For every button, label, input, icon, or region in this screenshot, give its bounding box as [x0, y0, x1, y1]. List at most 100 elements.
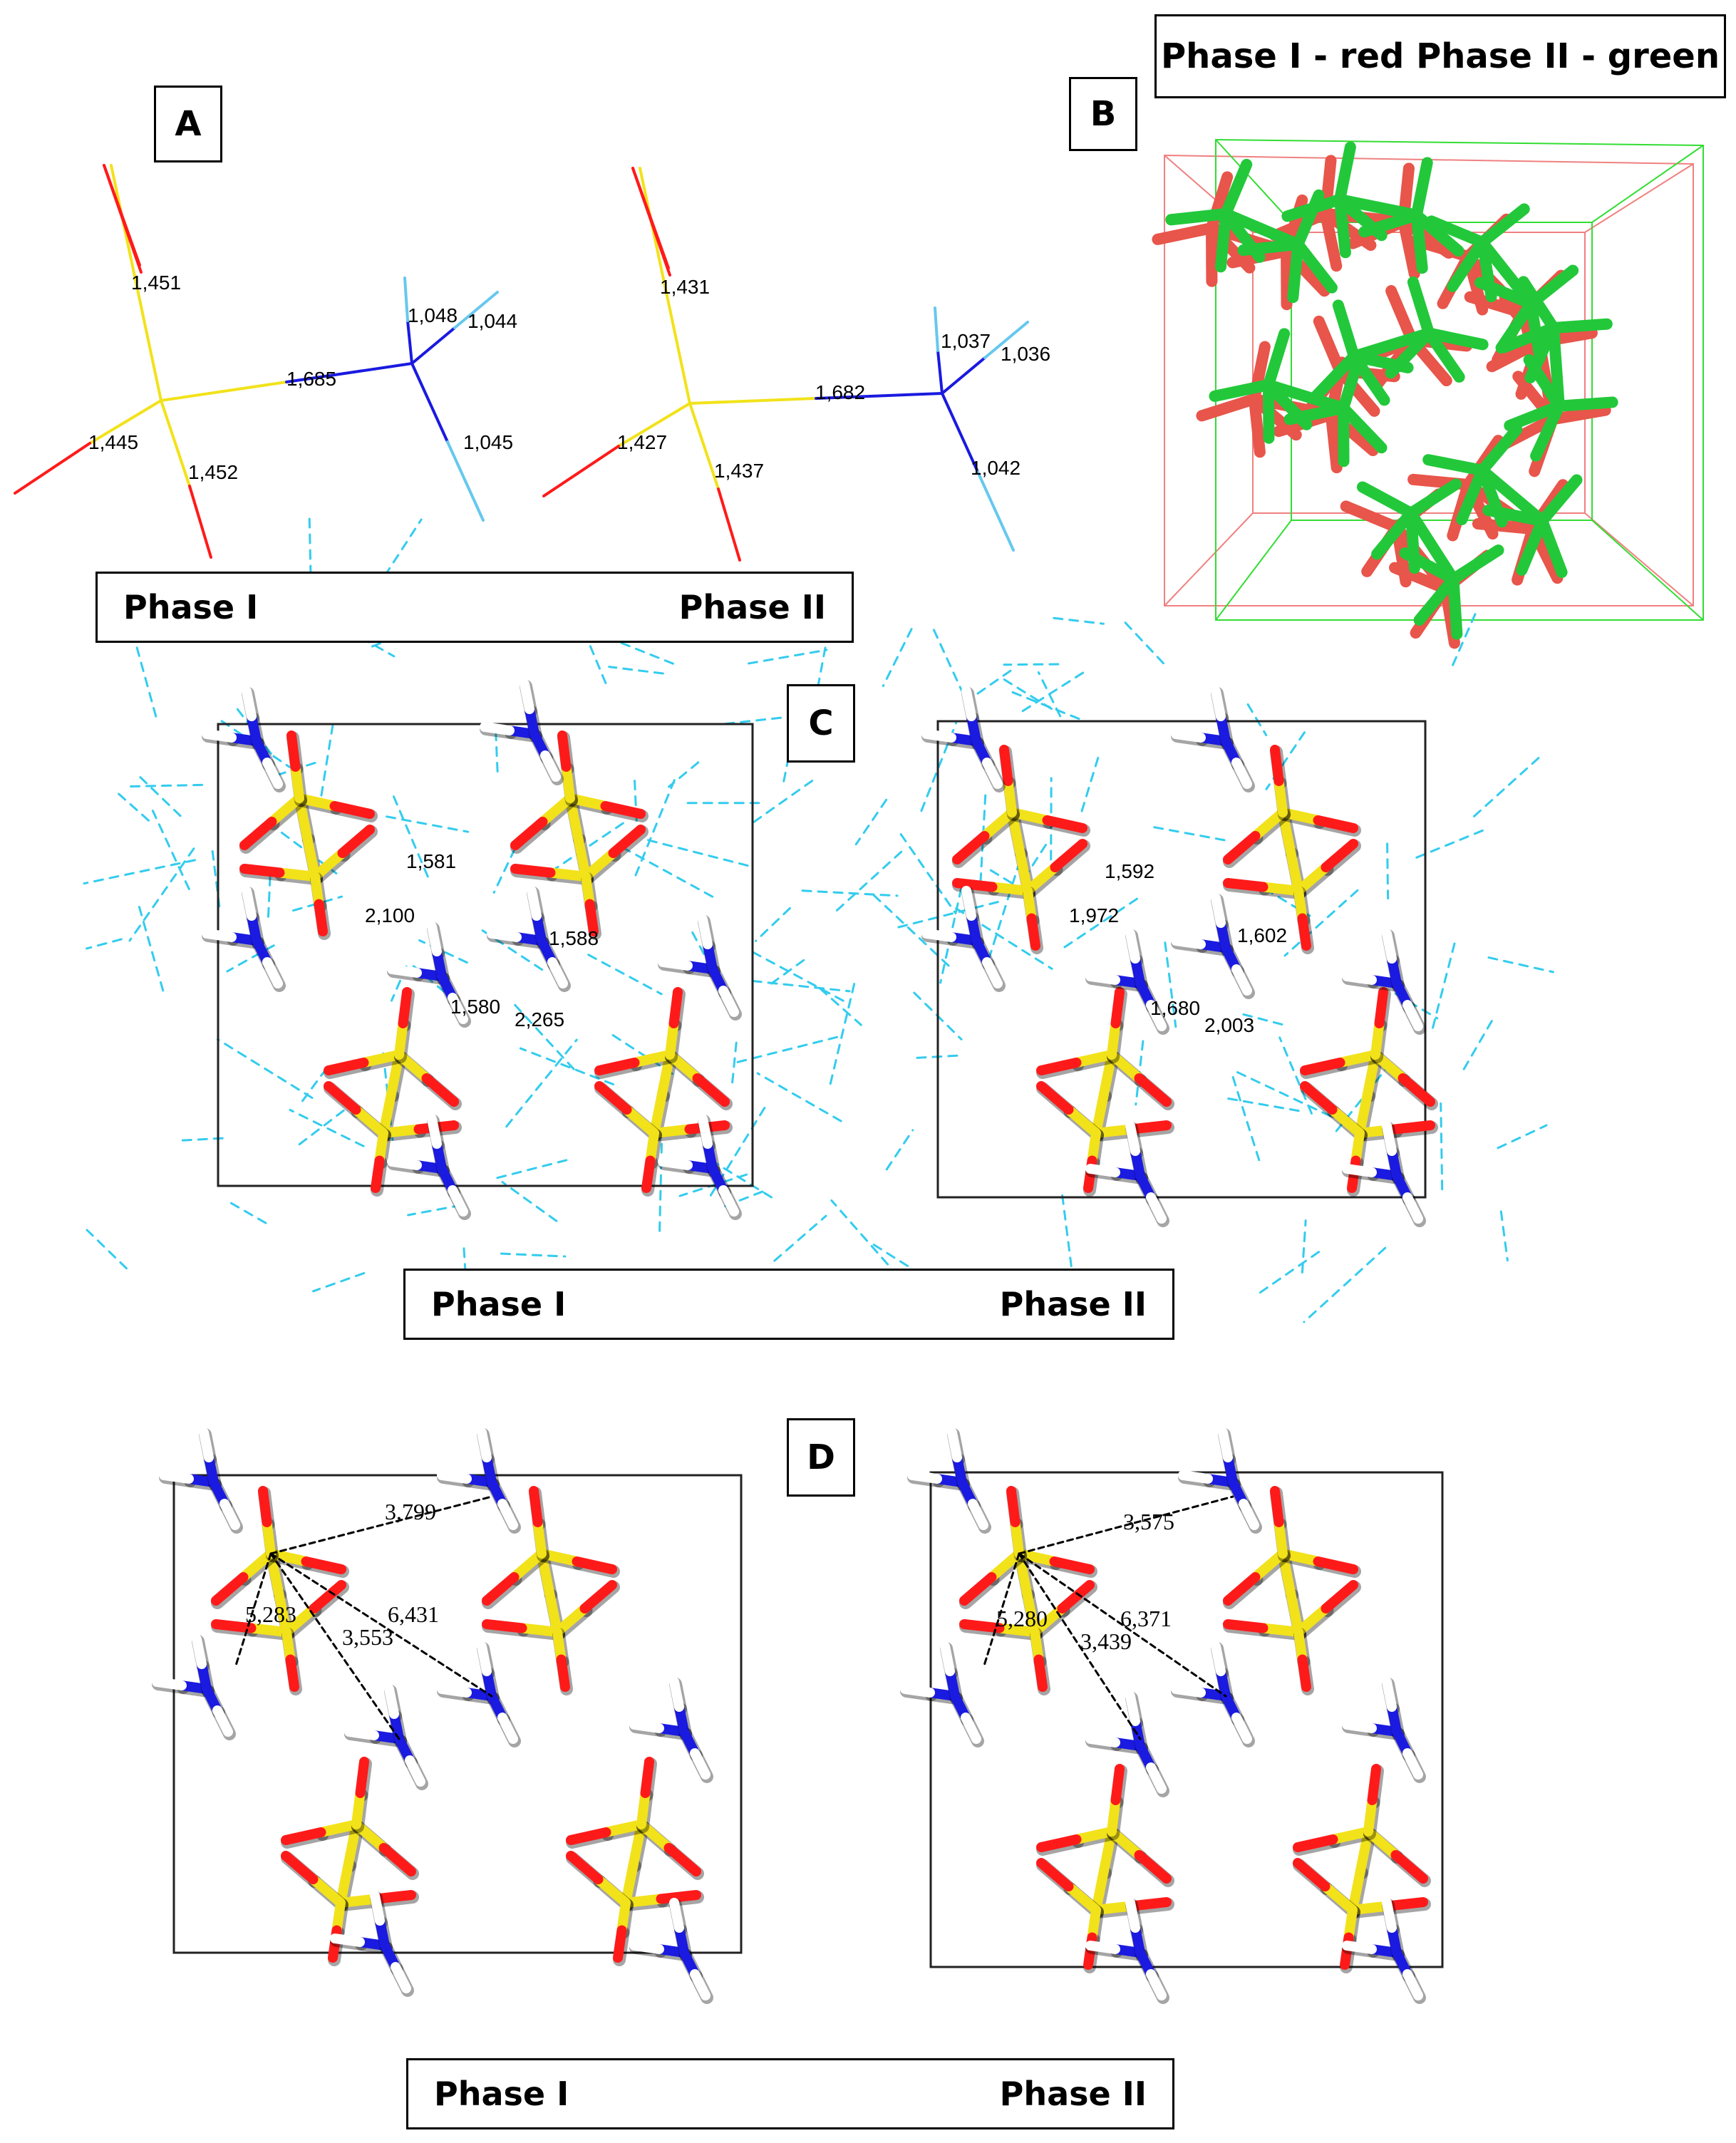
bond-half: [692, 1073, 730, 1107]
bond-half: [961, 1713, 981, 1744]
bond-h: [983, 321, 1029, 359]
molecule-stick: [1486, 336, 1545, 373]
bond-half: [636, 1788, 651, 1829]
hydrogen-bond: [897, 901, 999, 929]
molecule-stick: [1356, 481, 1417, 519]
molecule-stick: [1263, 328, 1291, 391]
bond-half: [1402, 1748, 1423, 1780]
molecule-stick: [1413, 573, 1459, 626]
bond-o: [542, 445, 620, 497]
hydrogen-bond: [1487, 956, 1555, 974]
molecule-stick: [1546, 404, 1611, 425]
bond-half: [301, 1556, 346, 1574]
bond-half: [1091, 1866, 1109, 1915]
molecule-stick: [1548, 322, 1565, 412]
hydrogen-bond: [611, 1034, 673, 1075]
hydrogen-bond: [481, 929, 546, 973]
panel-a-bond-lengths: [14, 164, 1029, 562]
molecule-stick: [1313, 315, 1345, 376]
bond-half: [1125, 1121, 1140, 1156]
molecule-stick: [1447, 237, 1488, 292]
hydrogen-bond: [491, 1159, 568, 1180]
bond-h: [446, 440, 485, 522]
bond-half: [258, 1486, 272, 1527]
bond-half: [557, 730, 572, 772]
bond-h: [403, 277, 409, 322]
bond-half: [1003, 776, 1017, 817]
hydrogen-bond: [229, 1202, 268, 1225]
bond-half: [961, 686, 976, 721]
bond-s-o: [88, 399, 162, 445]
molecule-stick: [1498, 322, 1559, 353]
bond-o: [631, 167, 671, 277]
bond-half: [640, 1757, 654, 1798]
bond-half: [657, 1050, 675, 1099]
bond-half: [262, 1517, 276, 1559]
hbond-distance-label: 1,972: [1069, 904, 1119, 926]
distance-line: [1018, 1495, 1234, 1555]
hydrogen-bond: [1232, 1069, 1332, 1117]
bond-half: [211, 1572, 249, 1606]
bond-half: [982, 758, 1003, 789]
bond-length-label: 1,431: [660, 276, 710, 298]
bond-half: [636, 1819, 674, 1853]
bond-length-label: 1,042: [971, 457, 1021, 479]
bond-n-h: [941, 392, 979, 473]
hydrogen-bond: [1053, 616, 1105, 625]
distance-line: [234, 1552, 272, 1669]
bond-half: [669, 1677, 684, 1712]
bond-half: [1270, 1486, 1284, 1527]
bond-half: [961, 886, 976, 921]
hydrogen-bond: [312, 1271, 366, 1293]
bond-half: [1300, 1058, 1345, 1075]
bond-half: [391, 1962, 411, 1993]
bond-length-label: 1,445: [88, 431, 138, 453]
bond-half: [1014, 1549, 1032, 1598]
panel-label-a: A: [154, 86, 222, 162]
molecule-stick: [1477, 423, 1523, 476]
distance-label: 3,575: [1123, 1509, 1174, 1534]
bond-half: [1010, 1517, 1024, 1559]
bond-half: [1250, 807, 1288, 841]
phase-labels-a: Phase I Phase II: [95, 572, 854, 643]
hydrogen-bond: [1124, 621, 1169, 668]
bond-half: [242, 886, 257, 921]
bond-half: [921, 729, 956, 743]
bond-half: [584, 899, 599, 936]
molecule-stick: [1536, 515, 1568, 579]
bond-half: [1085, 1164, 1120, 1177]
molecule-stick: [1332, 299, 1360, 362]
hydrogen-bond: [751, 980, 851, 993]
bond-half: [199, 1427, 214, 1462]
bond-half: [1363, 1827, 1401, 1860]
bond-half: [1107, 1050, 1145, 1083]
bond-half: [669, 1898, 684, 1933]
bond-half: [351, 1105, 388, 1138]
bond-half: [665, 1050, 703, 1083]
bond-half: [238, 1549, 276, 1582]
phase1-cell-edge: [1164, 512, 1254, 606]
bond-half: [544, 1588, 562, 1637]
hydrogen-bond: [130, 628, 157, 718]
bond-half: [649, 1089, 667, 1138]
panel-b-overlay: [1152, 139, 1704, 649]
bond-half: [290, 762, 304, 803]
hydrogen-bond: [151, 810, 190, 891]
phase1-cell-edge: [1584, 512, 1694, 606]
distance-label: 5,280: [996, 1606, 1048, 1631]
bond-half: [979, 807, 1017, 841]
bond-half: [1270, 745, 1284, 786]
bond-half: [1171, 1684, 1206, 1698]
phase-2-label: Phase II: [999, 2075, 1147, 2113]
bond-half: [274, 1588, 291, 1637]
bond-half: [663, 1843, 701, 1876]
hydrogen-bond: [736, 1036, 840, 1063]
hydrogen-bond: [1432, 938, 1457, 1029]
hydrogen-bond: [913, 1054, 959, 1060]
molecule-stick: [1358, 209, 1422, 238]
bond-o: [717, 487, 741, 562]
bond-half: [1293, 1858, 1331, 1891]
hydrogen-bond: [585, 636, 607, 684]
hydrogen-bond: [770, 956, 808, 985]
bond-half: [239, 864, 285, 878]
